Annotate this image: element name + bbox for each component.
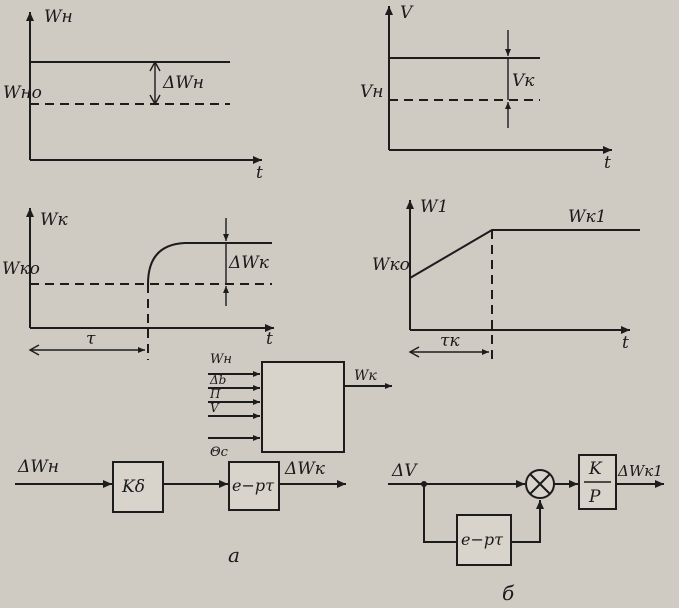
graph1-level-label: Wно bbox=[3, 83, 42, 103]
diagram-b-delay-block bbox=[456, 514, 512, 566]
graph4-ramp-line bbox=[409, 229, 640, 279]
graph-wk: Wк t Wко τ ΔWк bbox=[2, 208, 274, 360]
diagram-b: ΔV e−pτ K P ΔWк1 б bbox=[388, 454, 664, 605]
graph3-y-label: Wк bbox=[40, 210, 68, 230]
diagram-b-caption: б bbox=[502, 581, 515, 605]
object-input-label-5: Θс bbox=[210, 445, 229, 460]
graph2-level-label: Vн bbox=[360, 82, 383, 102]
graph4-y-label: W1 bbox=[420, 197, 448, 217]
diagram-b-input-label: ΔV bbox=[391, 461, 418, 481]
diagram-a-output-label: ΔWк bbox=[284, 459, 326, 479]
diagram-b-integrator-den: P bbox=[588, 487, 601, 507]
graph3-delta-label: ΔWк bbox=[228, 253, 270, 273]
graph1-x-label: t bbox=[256, 163, 263, 183]
graph4-level-label: Wко bbox=[372, 255, 410, 275]
graph1-delta-arrow-down bbox=[149, 94, 161, 106]
graph4-final-label: Wк1 bbox=[568, 207, 606, 227]
diagram-a-delay-block bbox=[228, 461, 280, 511]
diagram-b-feed-line bbox=[423, 484, 456, 543]
graph3-delay-dim-left bbox=[28, 344, 40, 356]
graph4-delay-dim-left bbox=[408, 346, 420, 358]
graph4-x-label: t bbox=[622, 333, 629, 353]
graph3-x-label: t bbox=[266, 329, 273, 349]
diagram-b-delay-return bbox=[511, 500, 544, 543]
object-rect bbox=[261, 361, 345, 453]
object-input-label-3: П bbox=[209, 387, 221, 401]
graph-wn: Wн t Wно ΔWн bbox=[3, 7, 263, 183]
diagram-a-input-label: ΔWн bbox=[17, 457, 59, 477]
diagram-a-caption: а bbox=[228, 543, 240, 567]
diagram-b-integrator-num: K bbox=[588, 459, 603, 479]
graph2-x-label: t bbox=[604, 153, 611, 173]
graph1-delta-arrow-up bbox=[149, 60, 161, 72]
diagram-b-delay-label: e−pτ bbox=[461, 530, 504, 549]
diagram-a-gain-label: Kδ bbox=[121, 477, 145, 497]
diagram-b-sum-cross-2 bbox=[529, 473, 551, 495]
object-input-label-4: V bbox=[210, 401, 220, 415]
graph3-response-curve bbox=[147, 242, 272, 285]
graph3-delay-label: τ bbox=[86, 329, 96, 349]
diagram-a-delay-label: e−pτ bbox=[232, 476, 275, 495]
diagram-a-gain-block bbox=[112, 461, 164, 513]
diagram-a: ΔWн Kδ e−pτ ΔWк а bbox=[15, 457, 346, 567]
graph1-delta-label: ΔWн bbox=[162, 73, 204, 93]
graph3-level-label: Wко bbox=[2, 259, 40, 279]
object-block: Wн Δb П V Θс Wк bbox=[208, 352, 392, 460]
object-input-label-1: Wн bbox=[210, 352, 232, 367]
object-output-label: Wк bbox=[354, 368, 377, 384]
graph2-y-label: V bbox=[400, 3, 414, 23]
graph-v: V t Vн Vк bbox=[360, 3, 612, 173]
graph-w1: W1 t Wк1 Wко τк bbox=[372, 197, 640, 360]
graph4-delay-label: τк bbox=[440, 331, 460, 351]
diagram-b-output-label: ΔWк1 bbox=[617, 462, 663, 480]
object-input-label-2: Δb bbox=[209, 373, 226, 387]
graph2-delta-label: Vк bbox=[512, 71, 535, 91]
graph1-y-label: Wн bbox=[44, 7, 73, 27]
